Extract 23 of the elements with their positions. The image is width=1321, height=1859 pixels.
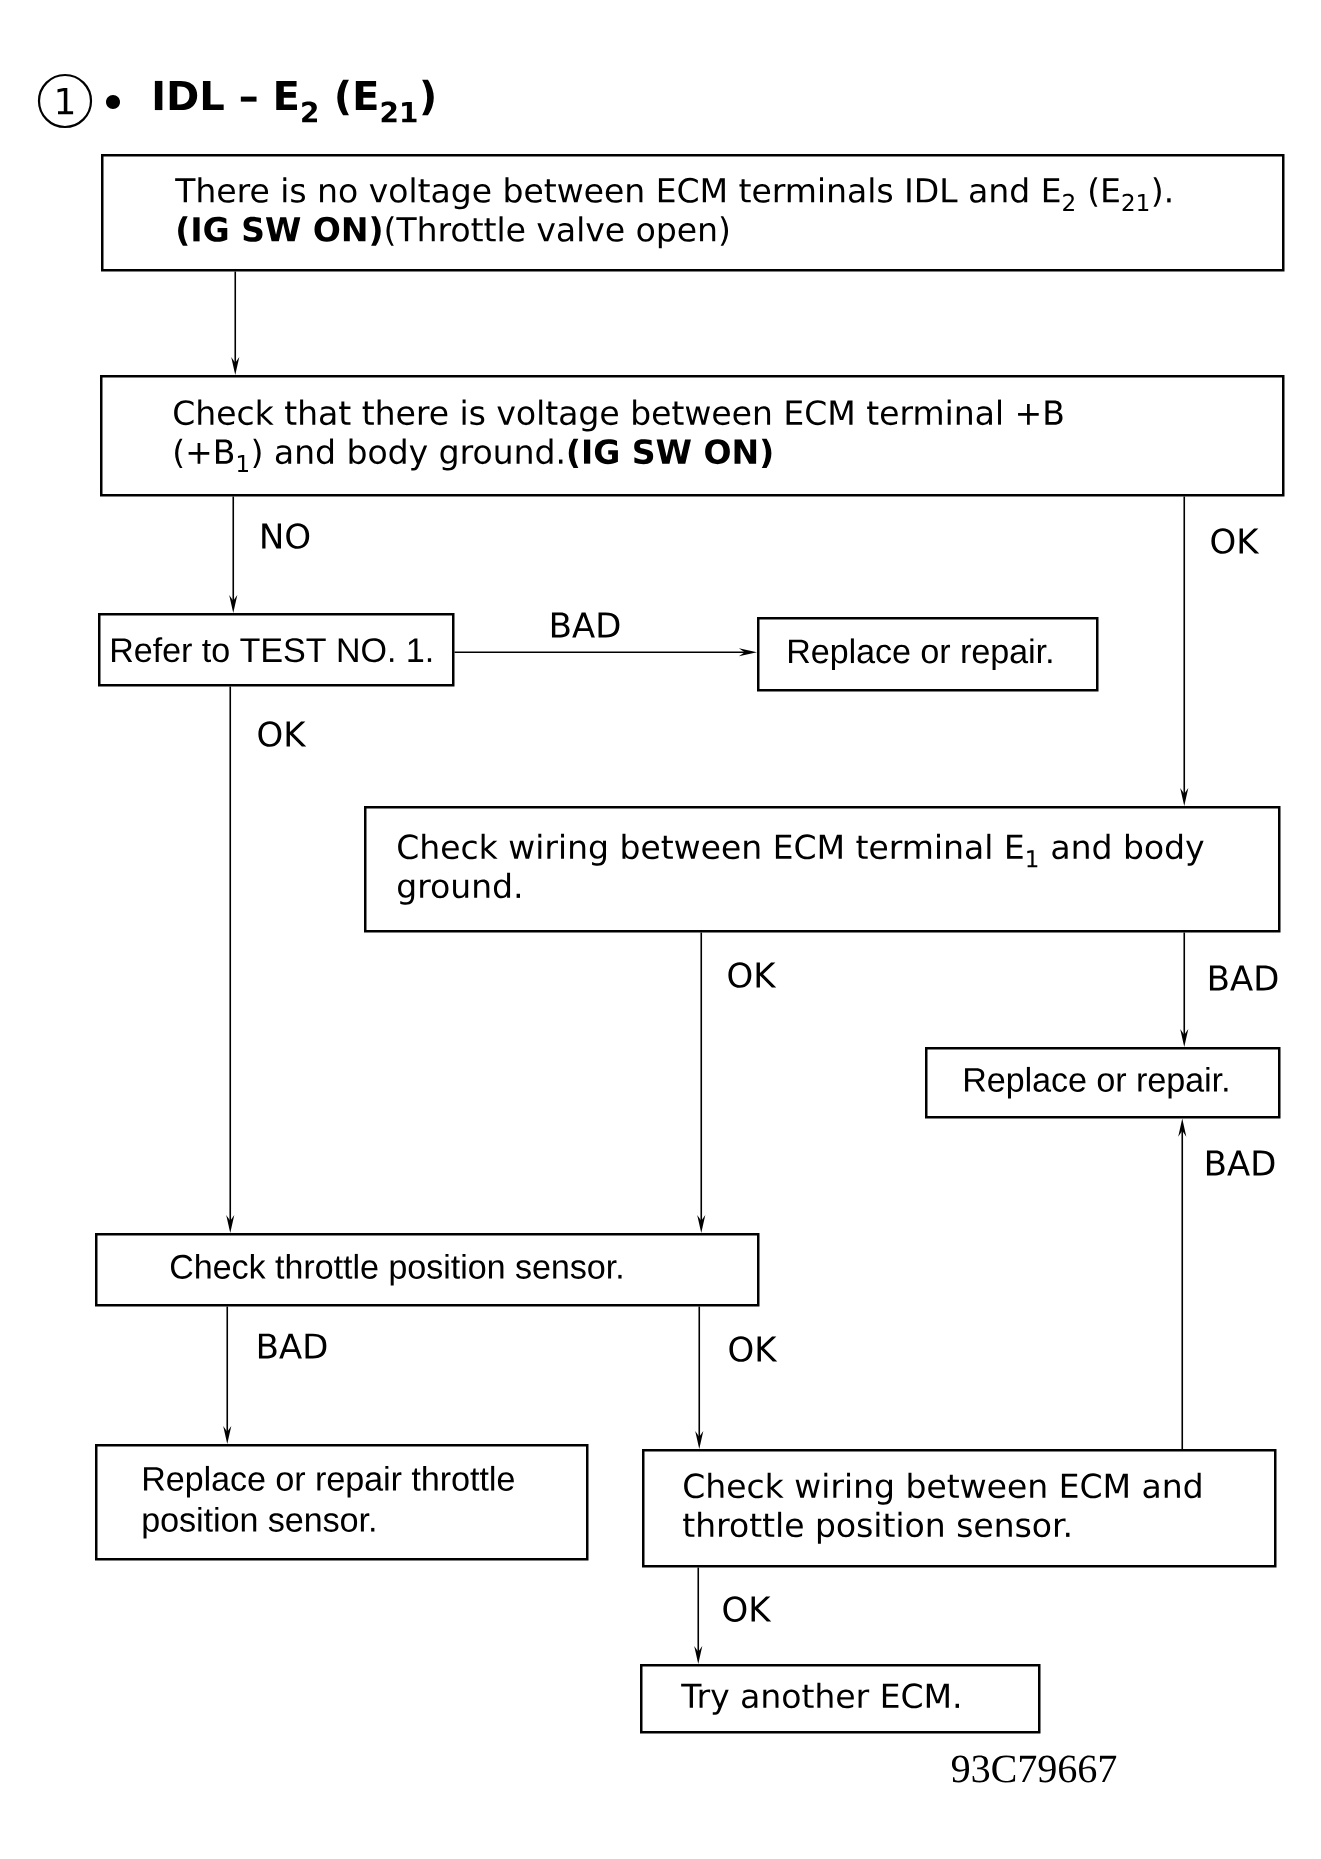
edge-label: OK: [254, 719, 308, 749]
edge-label: BAD: [253, 1331, 331, 1361]
process-box: Check wiring between ECM and throttle position sensor.: [642, 1449, 1277, 1568]
process-box: Try another ECM.: [640, 1664, 1041, 1734]
edge-label: OK: [719, 1594, 773, 1624]
edge-label: NO: [256, 521, 314, 551]
process-box: Replace or repair throttle position sensor.: [95, 1444, 589, 1561]
process-box: Check that there is voltage between ECM terminal +B (+B$_{1}$) and body ground.(IG SW ON): [100, 375, 1285, 497]
process-box: Replace or repair.: [757, 617, 1099, 692]
edge-label: OK: [724, 960, 778, 990]
edge-label: OK: [1207, 526, 1261, 556]
process-box: Check throttle position sensor.: [95, 1233, 760, 1307]
callout-number: 1: [37, 73, 93, 129]
edge-label: BAD: [546, 610, 624, 640]
process-box: Replace or repair.: [925, 1047, 1281, 1119]
figure-code: 93C79667: [951, 1755, 1117, 1783]
edge-label: OK: [725, 1334, 779, 1364]
process-box: Refer to TEST NO. 1.: [98, 613, 455, 687]
title: IDL – E$_{2}$ (E$_{21}$): [154, 79, 434, 123]
process-box: There is no voltage between ECM terminals IDL and E$_{2}$ (E$_{21}$). (IG SW ON)(Throttle valve open): [101, 154, 1285, 272]
edge-label: BAD: [1201, 1148, 1279, 1178]
edge-label: BAD: [1204, 963, 1282, 993]
process-box: Check wiring between ECM terminal E$_{1}$ and body ground.: [364, 806, 1281, 933]
